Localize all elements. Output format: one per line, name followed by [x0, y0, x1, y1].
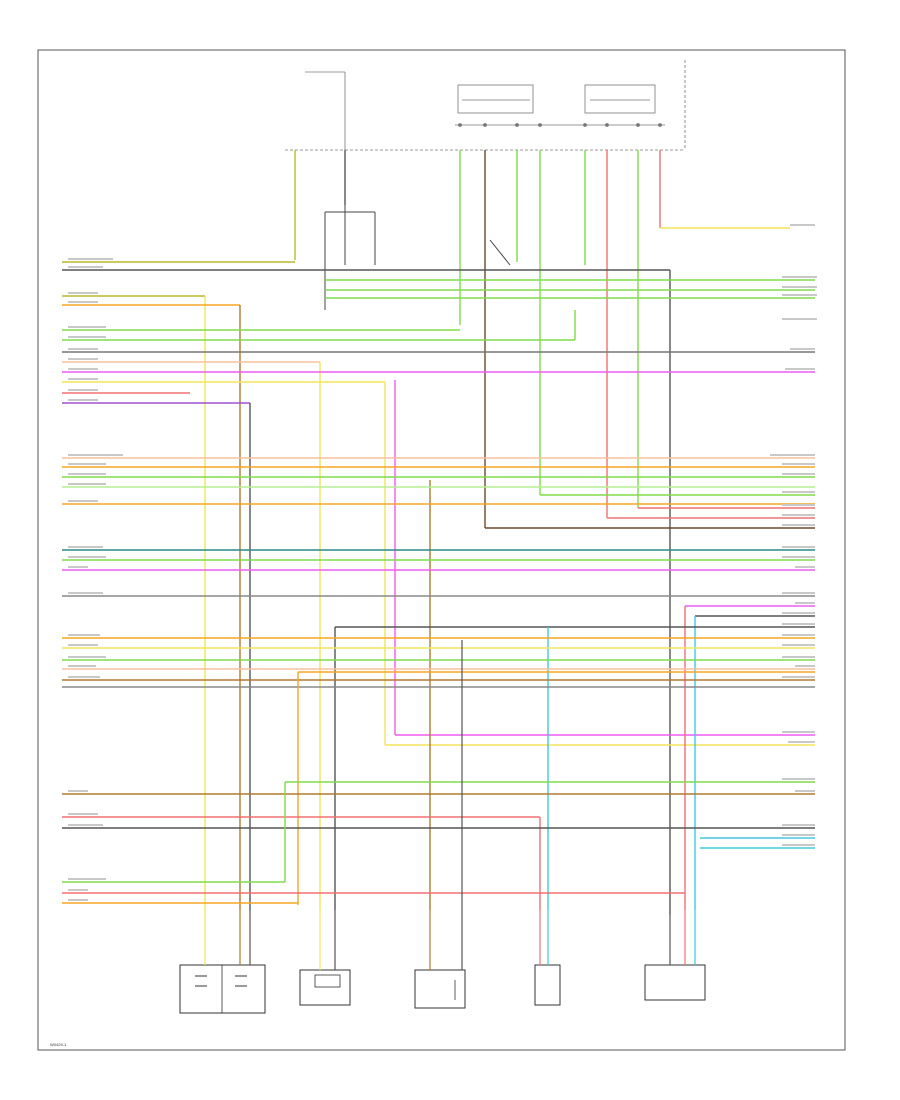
component-4 — [534, 964, 561, 1006]
top-module-header — [285, 60, 686, 151]
component-pin-stubs — [204, 640, 696, 970]
top-vertical-wires — [294, 150, 790, 528]
component-2 — [299, 969, 351, 1006]
component-3 — [414, 969, 466, 1009]
footer-code: W0429-1 — [50, 1042, 67, 1047]
component-1 — [179, 964, 266, 1014]
wire-labels-left — [68, 258, 123, 901]
splice-junction — [324, 205, 511, 310]
component-5 — [644, 964, 706, 1001]
wire-labels-right — [770, 224, 817, 846]
lower-harness — [62, 781, 815, 910]
diagram-frame — [37, 49, 846, 1051]
middle-harness — [62, 457, 815, 910]
right-harness-upper — [325, 279, 815, 910]
left-harness — [62, 261, 815, 915]
